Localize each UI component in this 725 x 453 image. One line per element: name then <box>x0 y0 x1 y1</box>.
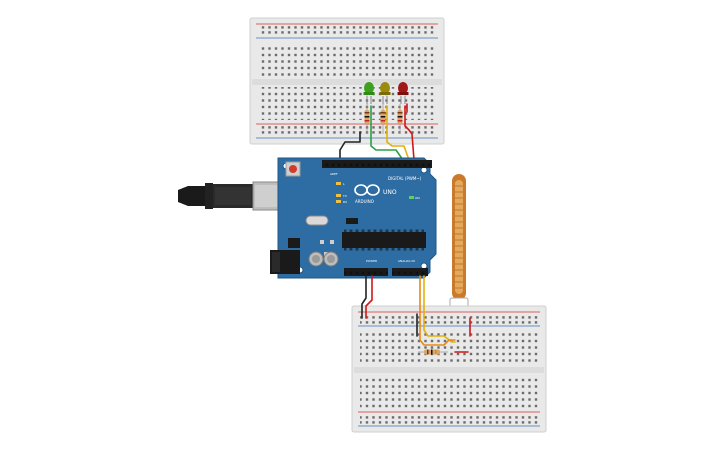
atmega-chip <box>342 232 426 248</box>
resistor-flex-divider[interactable] <box>418 349 448 355</box>
power-header-pins <box>344 269 388 275</box>
smd-part <box>320 240 324 244</box>
wire-analog-yellow[interactable] <box>423 275 456 343</box>
power-rail <box>258 26 436 36</box>
resistor-led-yellow[interactable] <box>380 104 386 134</box>
capacitor <box>308 251 324 267</box>
center-channel <box>354 367 544 373</box>
led-red[interactable] <box>397 82 409 104</box>
arduino-uno-board[interactable]: AREF DIGITAL (PWM~) L TX RX ARDUINO UNO … <box>277 157 437 279</box>
aref-label: AREF <box>330 172 338 176</box>
digital-header-pins <box>322 161 432 167</box>
wire-a0-orange[interactable] <box>419 275 456 346</box>
breadboard-top <box>249 17 445 145</box>
rx-label: RX <box>343 200 347 204</box>
center-channel <box>252 79 442 85</box>
smd-part <box>330 240 334 244</box>
wires-top[interactable] <box>339 103 415 161</box>
wires-bottom[interactable] <box>361 275 471 353</box>
model-label: UNO <box>383 189 397 196</box>
terminal-strip-upper <box>360 332 538 365</box>
breadboard-bottom <box>351 305 547 433</box>
ground-rail <box>258 126 436 136</box>
terminal-strip-upper <box>258 44 436 77</box>
status-leds: L TX RX <box>336 182 347 204</box>
wire-ground-black[interactable] <box>339 131 361 161</box>
on-label: ON <box>415 196 420 200</box>
resistor-led-green[interactable] <box>364 104 370 134</box>
brand-label: ARDUINO <box>355 199 374 204</box>
power-rail <box>360 314 538 324</box>
led-green[interactable] <box>363 82 375 104</box>
terminal-strip-lower <box>360 375 538 408</box>
resistor-led-red[interactable] <box>397 104 403 134</box>
dc-jack-icon[interactable] <box>270 250 300 274</box>
analog-label: ANALOG IN <box>398 259 415 263</box>
wire-5v-red[interactable] <box>365 275 373 319</box>
wire-red[interactable] <box>404 105 415 161</box>
arduino-infinity-logo-icon <box>354 184 380 196</box>
l-label: L <box>343 182 345 186</box>
icsp-header <box>288 238 300 248</box>
wire-yellow[interactable] <box>386 105 410 161</box>
reset-button-icon[interactable] <box>285 161 301 177</box>
usb-connector-icon[interactable] <box>178 181 284 211</box>
terminal-strip-lower <box>258 87 436 120</box>
wire-green[interactable] <box>370 105 404 161</box>
power-label: POWER <box>366 259 377 263</box>
wire-gnd-black[interactable] <box>361 275 367 319</box>
capacitor <box>323 251 339 267</box>
digital-label: DIGITAL (PWM~) <box>388 176 422 181</box>
tx-label: TX <box>342 194 347 198</box>
led-yellow[interactable] <box>379 82 391 104</box>
analog-header-pins <box>392 269 428 275</box>
smd-chip <box>346 218 358 224</box>
ground-rail <box>360 414 538 424</box>
crystal-oscillator <box>305 215 329 226</box>
